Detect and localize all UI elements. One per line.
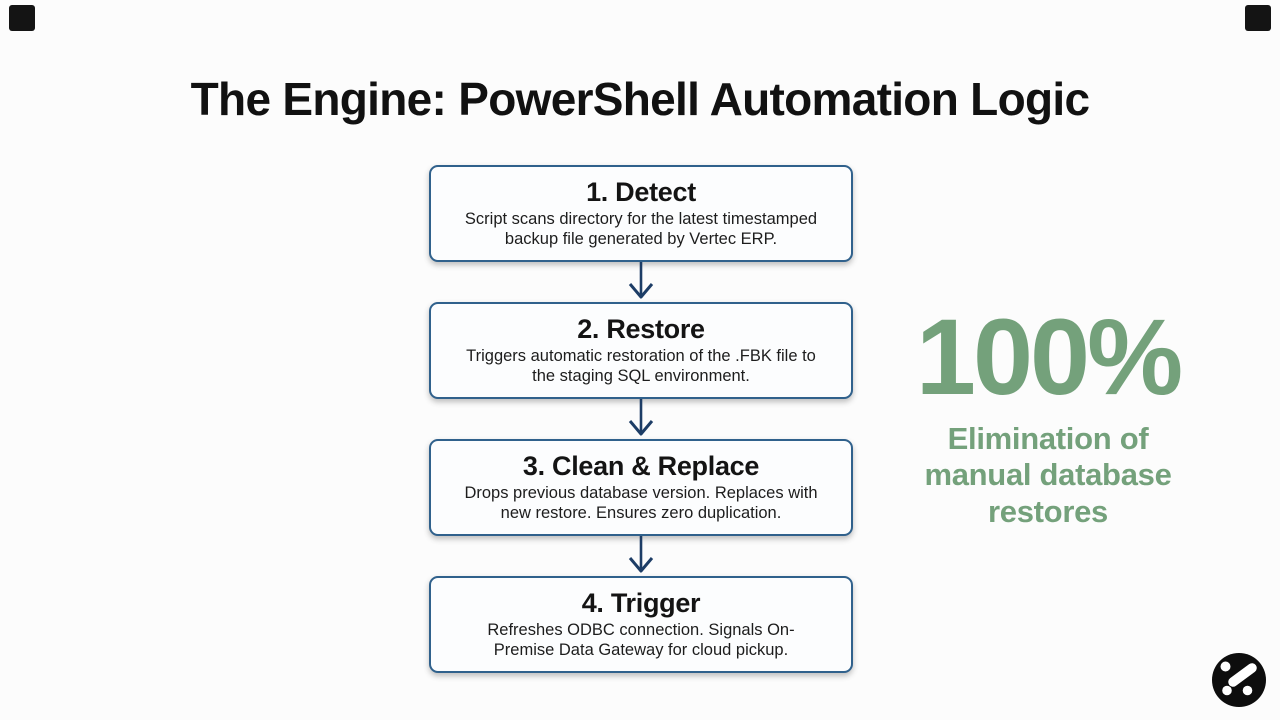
stat-label: Elimination of manual database restores — [898, 421, 1198, 530]
corner-accent-top-right — [1245, 5, 1271, 31]
arrow-down-icon — [628, 399, 654, 436]
stat-label-line: Elimination of — [947, 421, 1149, 456]
stat-value: 100% — [915, 296, 1183, 417]
stat-label-line: manual database — [924, 457, 1172, 493]
flow-step-detect: 1. Detect Script scans directory for the… — [429, 165, 853, 262]
brand-logo-icon — [1212, 653, 1266, 707]
step-heading: 3. Clean & Replace — [522, 450, 760, 481]
stat-block: 100% Elimination of manual database rest… — [898, 303, 1198, 530]
arrow-down-icon — [628, 262, 654, 299]
flow-step-clean-replace: 3. Clean & Replace Drops previous databa… — [429, 439, 853, 536]
arrow-down-icon — [628, 536, 654, 573]
step-heading: 1. Detect — [586, 176, 696, 207]
step-description: Drops previous database version. Replace… — [464, 483, 817, 523]
flow-step-restore: 2. Restore Triggers automatic restoratio… — [429, 302, 853, 399]
step-description-line: Triggers automatic restoration of the .F… — [466, 347, 816, 366]
step-description-line: Premise Data Gateway for cloud pickup. — [493, 641, 789, 660]
corner-accent-top-left — [9, 5, 35, 31]
step-description-line: Refreshes ODBC connection. Signals On- — [487, 621, 795, 640]
step-description-line: new restore. Ensures zero duplication. — [500, 504, 782, 523]
slide-title: The Engine: PowerShell Automation Logic — [190, 73, 1090, 125]
step-description: Script scans directory for the latest ti… — [465, 209, 817, 249]
step-description-line: Drops previous database version. Replace… — [464, 484, 818, 503]
step-description: Refreshes ODBC connection. Signals On- P… — [487, 620, 794, 660]
step-description-line: Script scans directory for the latest ti… — [464, 210, 818, 229]
step-description-line: backup file generated by Vertec ERP. — [504, 230, 778, 249]
step-heading: 2. Restore — [577, 313, 705, 344]
stat-label-line: restores — [988, 493, 1108, 529]
flow-step-trigger: 4. Trigger Refreshes ODBC connection. Si… — [429, 576, 853, 673]
step-description: Triggers automatic restoration of the .F… — [466, 346, 816, 386]
step-description-line: the staging SQL environment. — [532, 367, 750, 386]
flowchart: 1. Detect Script scans directory for the… — [429, 165, 853, 673]
step-heading: 4. Trigger — [581, 587, 701, 618]
